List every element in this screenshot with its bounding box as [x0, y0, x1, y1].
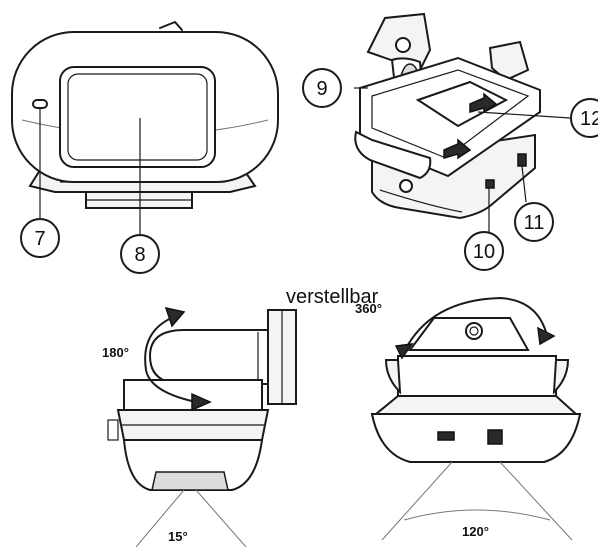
svg-text:7: 7 [34, 228, 45, 250]
front-view-device [11, 21, 279, 234]
callout-11: 11 [514, 202, 554, 242]
svg-text:12: 12 [580, 108, 598, 130]
angle-label-120: 120° [462, 524, 489, 539]
rear-view-device [370, 297, 582, 541]
side-view-device [107, 306, 297, 547]
display-window-angled [415, 80, 509, 128]
usb-port [437, 431, 455, 441]
callout-12: 12 [570, 98, 598, 138]
svg-text:9: 9 [316, 78, 327, 100]
callout-9: 9 [302, 68, 342, 108]
arrow-icon [443, 138, 472, 160]
callout-7: 7 [20, 218, 60, 258]
switch [517, 153, 527, 167]
usb-port [485, 179, 495, 189]
switch [487, 429, 503, 445]
caption-verstellbar: verstellbar [286, 286, 379, 308]
bracket-view-device [354, 12, 571, 232]
angle-label-360: 360° [355, 301, 382, 316]
svg-text:11: 11 [524, 212, 545, 234]
callout-10: 10 [464, 231, 504, 271]
svg-text:8: 8 [134, 244, 145, 266]
display-window [59, 66, 216, 168]
angle-label-15: 15° [168, 529, 188, 544]
led-indicator [32, 99, 48, 109]
svg-text:10: 10 [473, 241, 495, 263]
angle-label-180: 180° [102, 345, 129, 360]
callout-8: 8 [120, 234, 160, 274]
arrow-icon [469, 92, 498, 114]
